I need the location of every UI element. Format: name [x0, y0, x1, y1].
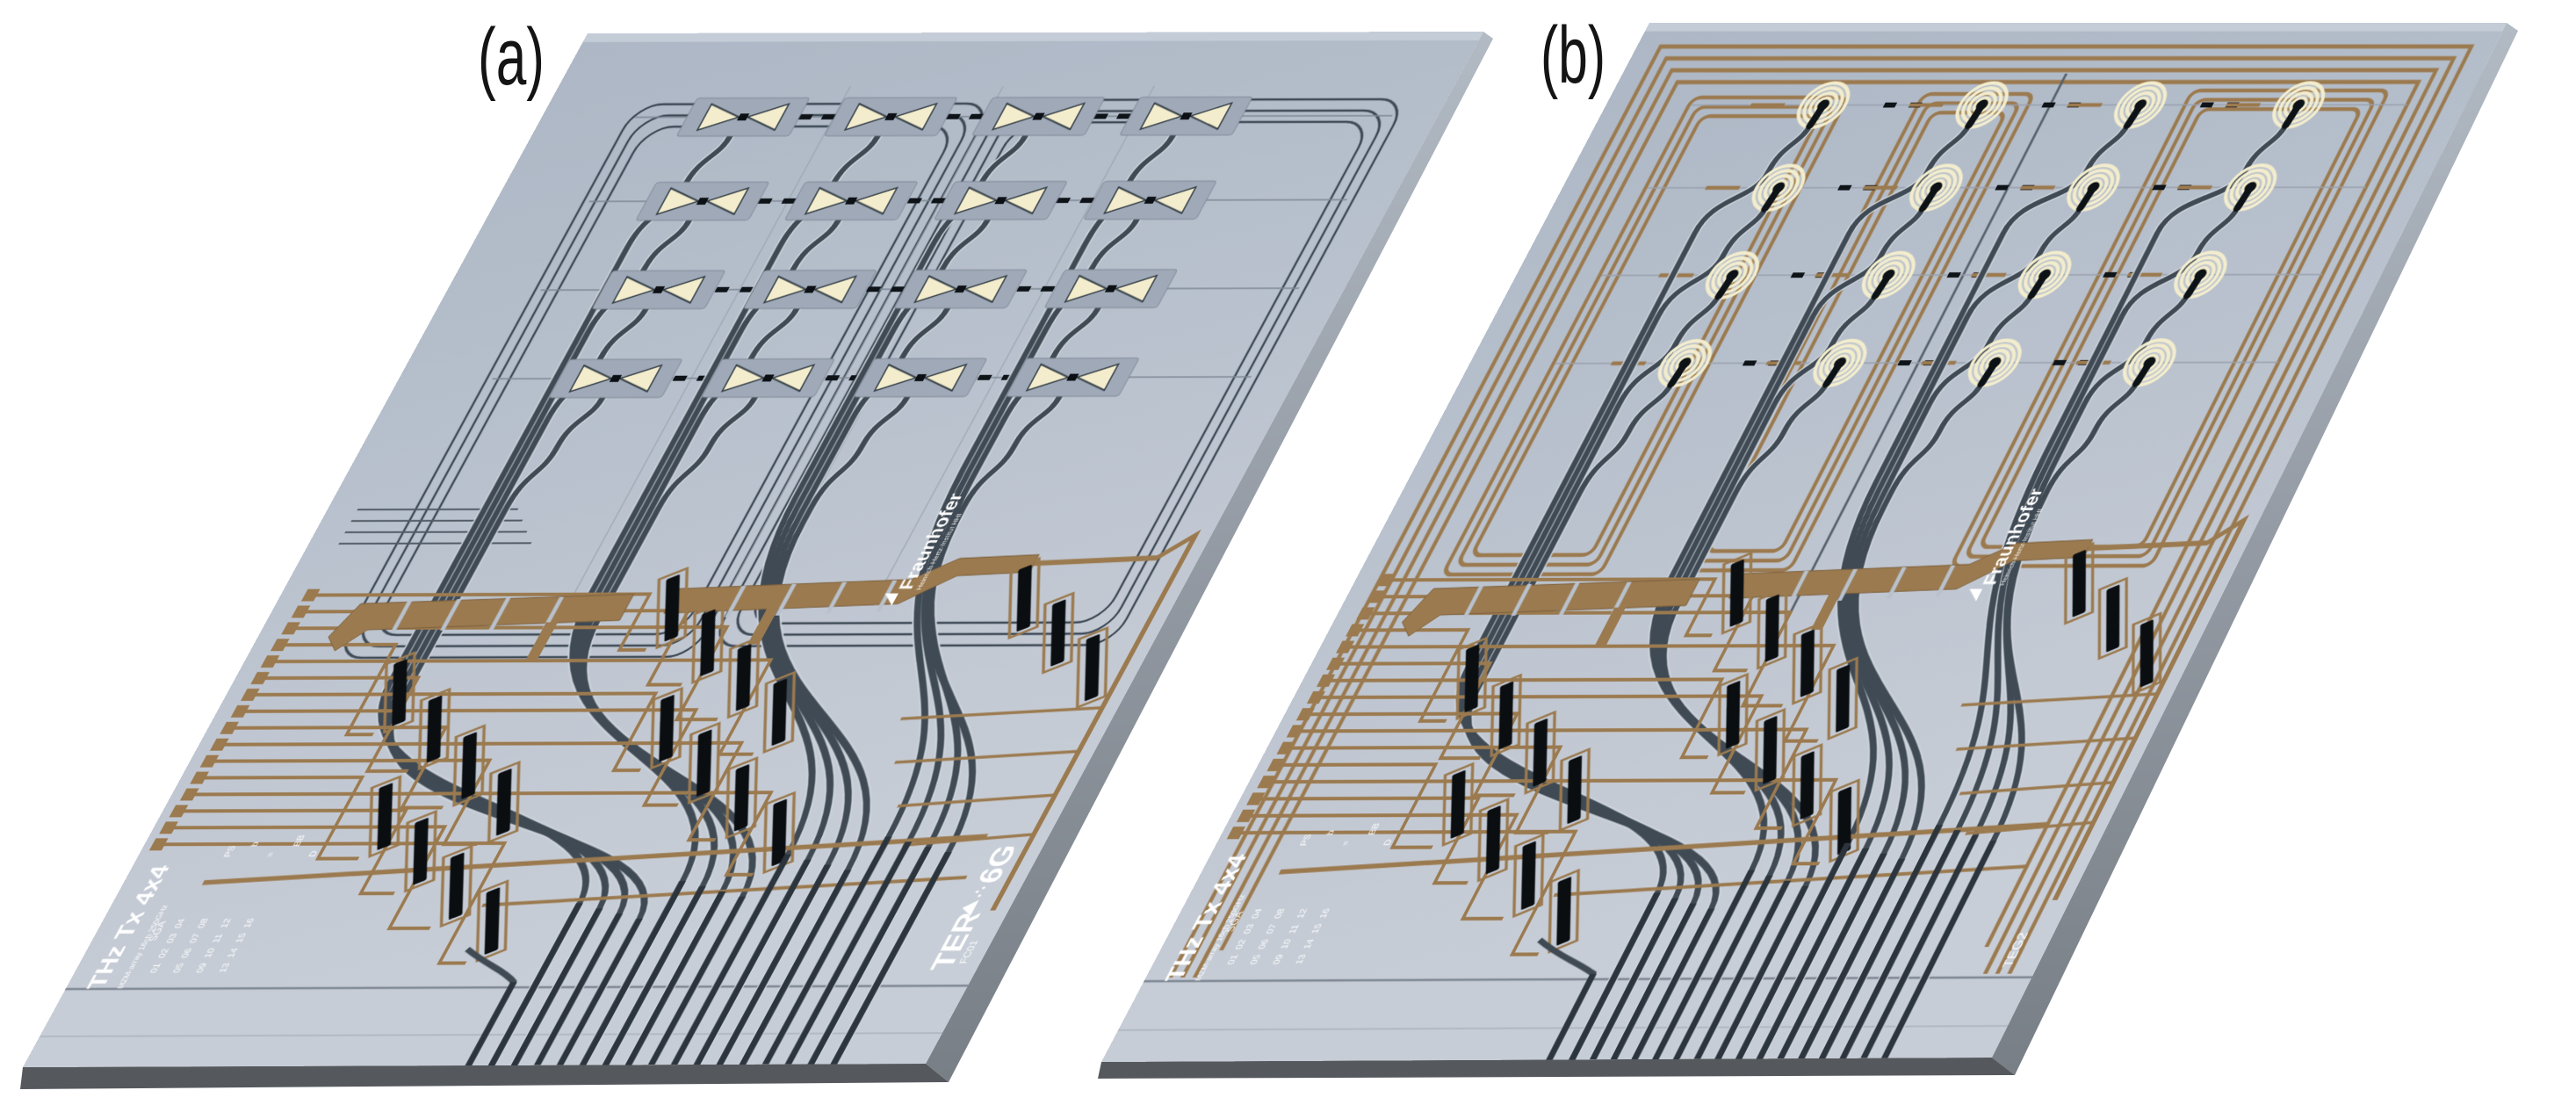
svg-text:11: 11	[211, 934, 226, 942]
svg-text:13: 13	[1295, 954, 1310, 964]
svg-text:(b): (b)	[1541, 11, 1605, 100]
svg-text:D: D	[307, 850, 320, 857]
svg-text:14: 14	[1302, 939, 1317, 950]
svg-text:15: 15	[1310, 923, 1325, 934]
svg-text:08: 08	[196, 919, 211, 928]
svg-text:D: D	[1382, 839, 1395, 846]
svg-text:16: 16	[242, 918, 256, 928]
svg-text:15: 15	[234, 933, 249, 942]
svg-text:04: 04	[1251, 908, 1266, 919]
svg-text:b: b	[249, 841, 261, 847]
svg-text:16: 16	[1318, 908, 1332, 919]
svg-text:01: 01	[148, 964, 163, 973]
svg-text:01: 01	[1226, 955, 1241, 965]
svg-text:06: 06	[1257, 939, 1272, 950]
svg-text:04: 04	[172, 919, 187, 928]
svg-text:03: 03	[164, 934, 179, 943]
svg-text:14: 14	[226, 948, 241, 957]
svg-text:10: 10	[1280, 939, 1295, 950]
svg-text:07: 07	[1265, 924, 1280, 935]
svg-text:03: 03	[1242, 924, 1257, 935]
svg-text:05: 05	[171, 963, 186, 972]
svg-text:02: 02	[1234, 939, 1249, 950]
svg-text:11: 11	[1288, 924, 1302, 934]
svg-text:13: 13	[217, 963, 232, 972]
svg-text:06: 06	[179, 948, 194, 957]
svg-text:08: 08	[1273, 908, 1288, 919]
svg-text:09: 09	[1272, 954, 1287, 964]
svg-text:=: =	[264, 852, 278, 857]
svg-text:09: 09	[194, 963, 209, 972]
svg-text:b: b	[1325, 830, 1337, 835]
svg-text:12: 12	[219, 918, 234, 928]
svg-text:07: 07	[187, 934, 202, 943]
svg-text:=: =	[1340, 841, 1353, 846]
svg-text:10: 10	[202, 948, 217, 957]
svg-text:(a): (a)	[478, 12, 545, 102]
svg-text:02: 02	[156, 949, 171, 958]
svg-text:05: 05	[1249, 955, 1264, 965]
svg-text:12: 12	[1295, 908, 1310, 919]
